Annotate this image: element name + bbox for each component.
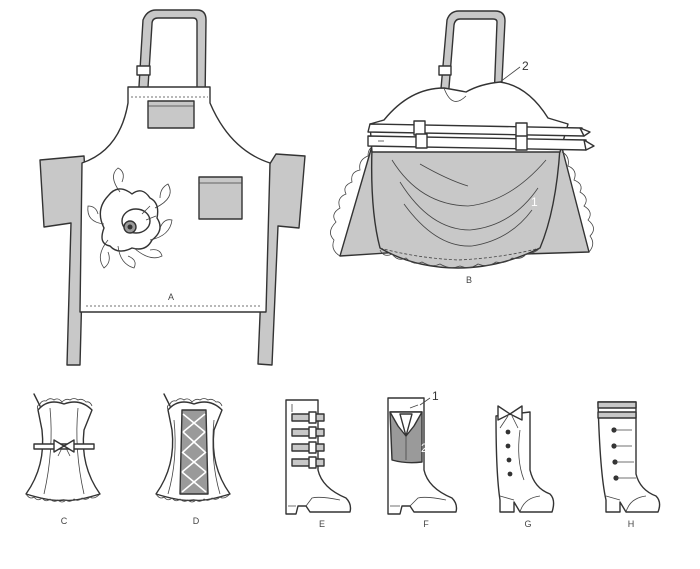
boot-straps xyxy=(291,411,325,469)
buckle-icon xyxy=(515,122,528,138)
buckle-icon xyxy=(308,411,317,424)
bow-icon xyxy=(497,405,523,421)
buckle-icon xyxy=(438,65,452,76)
lacing xyxy=(181,413,207,493)
view-label-a: A xyxy=(168,292,174,302)
belts xyxy=(367,120,595,151)
view-a-apron: A xyxy=(39,9,306,366)
piece-number-f2: 2 xyxy=(421,441,428,455)
view-f-boot: 1 2 F xyxy=(387,389,458,529)
buckle-icon xyxy=(308,426,317,439)
view-label-f: F xyxy=(423,519,429,529)
corset-c-body xyxy=(25,401,101,502)
buckle-icon xyxy=(308,456,317,469)
buckle-icon xyxy=(413,120,426,136)
view-label-b: B xyxy=(466,275,472,285)
side-pocket xyxy=(198,176,243,220)
buckle-icon xyxy=(415,133,428,149)
left-waist-tie xyxy=(39,155,86,366)
view-label-g: G xyxy=(524,519,531,529)
piece-number-2: 2 xyxy=(522,59,529,73)
piece-number-f1: 1 xyxy=(432,389,439,403)
buckle-icon xyxy=(308,441,317,454)
lacing-loops xyxy=(611,427,636,481)
bow-icon xyxy=(53,439,75,453)
view-label-c: C xyxy=(61,516,68,526)
view-g-boot: G xyxy=(495,405,555,529)
view-label-d: D xyxy=(193,516,200,526)
buckle-icon xyxy=(515,135,528,151)
apron-body xyxy=(79,86,271,313)
button-row xyxy=(505,429,513,477)
view-e-boot: E xyxy=(285,399,352,529)
view-h-boot: H xyxy=(597,401,661,529)
boot-g-body xyxy=(495,411,555,513)
buckle-icon xyxy=(136,65,151,76)
view-d-corset: D xyxy=(155,393,231,526)
piece-number-1: 1 xyxy=(531,195,538,209)
octopus-icon xyxy=(87,167,173,269)
view-label-e: E xyxy=(319,519,325,529)
view-c-corset: C xyxy=(25,393,101,526)
view-b-apron: 2 1 B xyxy=(330,10,595,285)
drape-skirt xyxy=(370,147,561,269)
view-label-h: H xyxy=(628,519,635,529)
bib-pocket xyxy=(147,100,195,129)
